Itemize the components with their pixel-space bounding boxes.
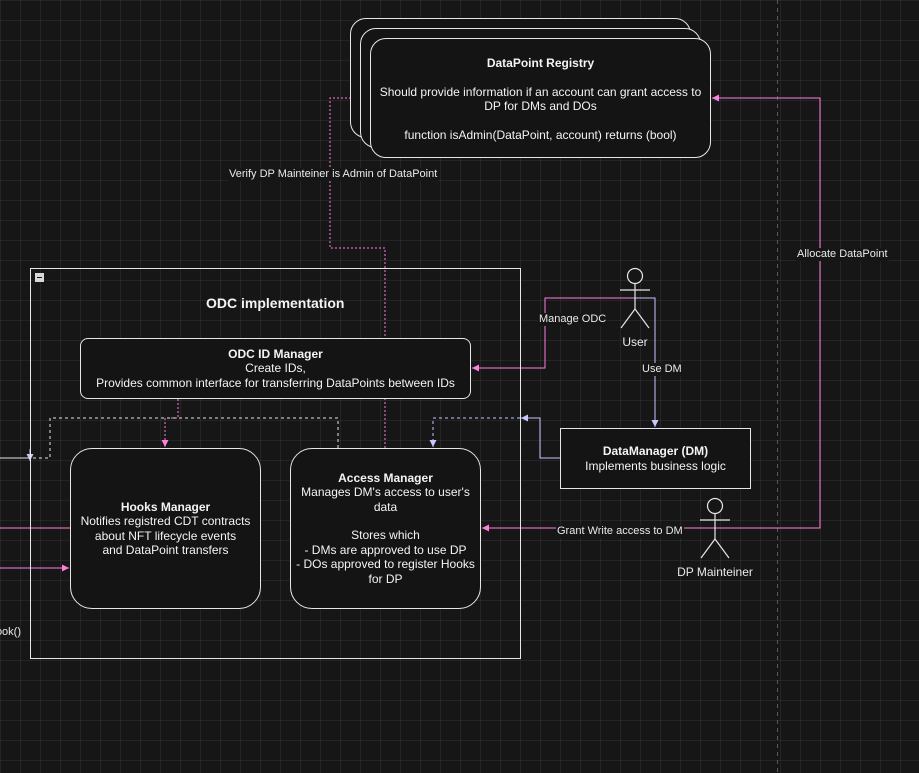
data-manager-line1: Implements business logic	[585, 458, 726, 473]
data-manager-title: DataManager (DM)	[602, 444, 709, 458]
registry-line1: Should provide information if an account…	[379, 84, 702, 99]
group-title: ODC implementation	[206, 295, 345, 311]
hooks-manager-line2: about NFT lifecycle events	[94, 528, 237, 543]
odc-id-manager-line2: Provides common interface for transferri…	[96, 375, 455, 390]
hooks-manager-line1: Notifies registred CDT contracts	[80, 514, 251, 528]
edge-dm-to-group	[521, 414, 560, 459]
edge-label-use-dm: Use DM	[641, 363, 683, 376]
odc-id-manager-node[interactable]: ODC ID Manager Create IDs, Provides comm…	[80, 338, 471, 399]
dp-maintainer-actor-icon	[700, 497, 730, 559]
data-manager-node[interactable]: DataManager (DM) Implements business log…	[560, 428, 751, 489]
odc-implementation-group[interactable]	[30, 268, 521, 659]
user-actor-icon	[620, 267, 650, 329]
user-label: User	[622, 335, 648, 349]
registry-line3: function isAdmin(DataPoint, account) ret…	[404, 127, 677, 142]
edge-manage-odc	[472, 297, 655, 372]
odc-id-manager-line1: Create IDs,	[245, 361, 306, 376]
edge-verify	[329, 94, 386, 448]
dp-maintainer-label: DP Mainteiner	[677, 565, 753, 579]
edge-use-dm	[635, 297, 659, 427]
access-manager-line5: - DOs approved to register Hooks	[296, 557, 475, 572]
collapse-icon[interactable]	[35, 273, 44, 282]
datapoint-registry-node[interactable]: DataPoint Registry Should provide inform…	[370, 38, 711, 158]
registry-line2: DP for DMs and DOs	[484, 99, 597, 113]
edge-access-to-left	[30, 417, 339, 459]
hooks-manager-line3: and DataPoint transfers	[102, 543, 229, 557]
edge-to-access	[429, 417, 520, 447]
edge-allocate	[682, 94, 821, 529]
registry-title: DataPoint Registry	[486, 56, 595, 70]
access-manager-node[interactable]: Access Manager Manages DM's access to us…	[290, 448, 481, 609]
access-manager-line4: - DMs are approved to use DP	[304, 542, 467, 557]
odc-id-manager-title: ODC ID Manager	[228, 346, 323, 361]
hooks-manager-title: Hooks Manager	[120, 499, 211, 514]
access-manager-title: Access Manager	[338, 470, 433, 485]
hooks-manager-node[interactable]: Hooks Manager Notifies registred CDT con…	[70, 448, 261, 609]
edge-label-manage-odc: Manage ODC	[538, 313, 608, 326]
access-manager-line3: Stores which	[351, 528, 420, 543]
access-manager-line1: Manages DM's access to user's	[301, 485, 470, 500]
edge-label-allocate: Allocate DataPoint	[796, 248, 889, 261]
edge-label-grant-write: Grant Write access to DM	[556, 525, 684, 538]
edge-label-verify: Verify DP Mainteiner is Admin of DataPoi…	[228, 168, 439, 181]
access-manager-line2: data	[373, 499, 398, 514]
edge-label-hook: Hook()	[0, 626, 22, 638]
edge-odc-to-hooks	[161, 399, 179, 447]
access-manager-line6: for DP	[368, 571, 403, 586]
